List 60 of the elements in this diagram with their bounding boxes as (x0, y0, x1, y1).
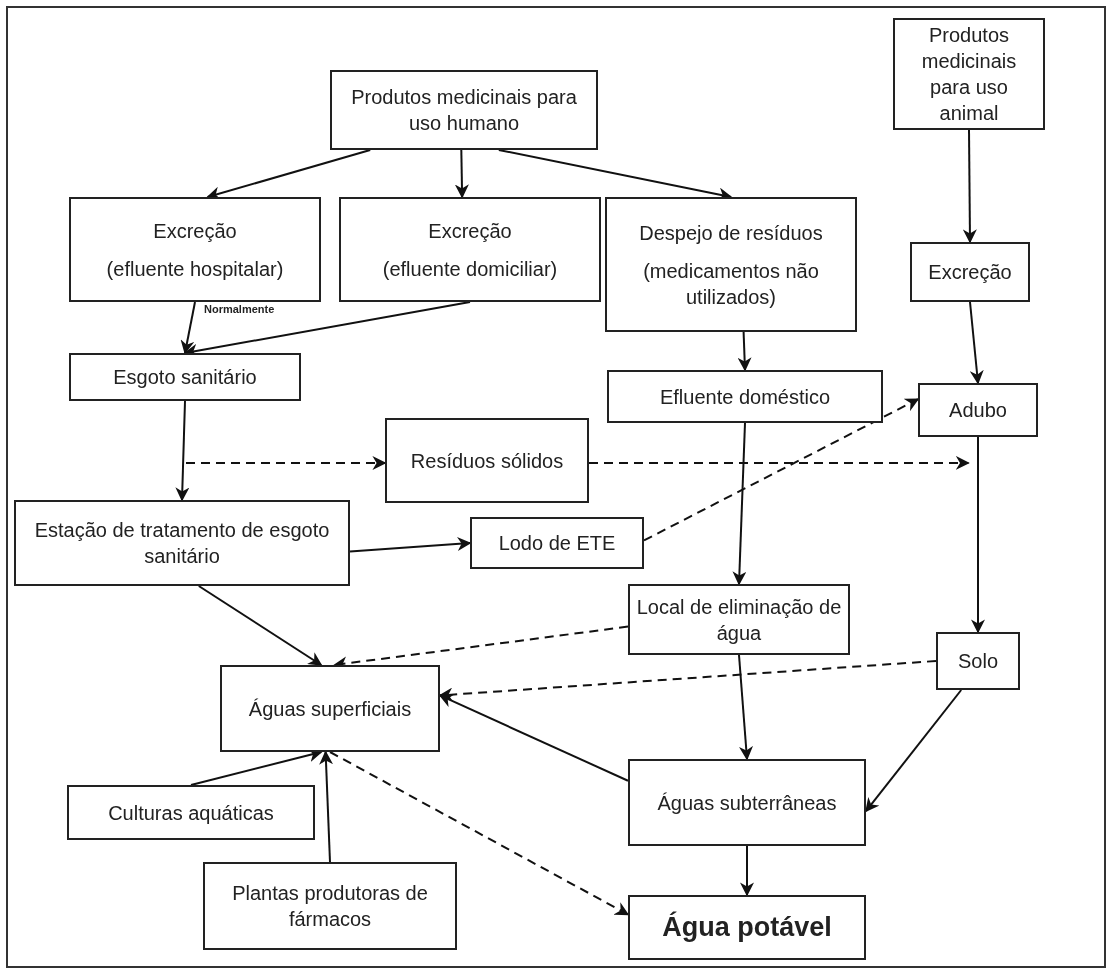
box-title: Solo (958, 649, 998, 674)
box-title: Produtos medicinais para uso animal (920, 23, 1018, 126)
process-box (69, 197, 321, 302)
process-box (936, 632, 1020, 690)
dashed-arrow (588, 455, 970, 470)
arrow (454, 149, 469, 199)
arrow (962, 129, 977, 244)
arrow (971, 436, 985, 634)
box-title: Esgoto sanitário (113, 365, 257, 390)
box-title: Estação de tratamento de esgoto sanitário (33, 518, 331, 569)
arrow (740, 845, 754, 897)
arrow (732, 422, 747, 586)
process-box (67, 785, 315, 840)
box-title: Lodo de ETE (498, 531, 616, 556)
process-box (69, 353, 301, 401)
box-title: Despejo de resíduos (639, 220, 823, 246)
arrow (737, 331, 752, 372)
process-box (628, 584, 850, 655)
arrow (969, 301, 984, 385)
edge-label: Normalmente (203, 304, 276, 315)
arrow (175, 400, 190, 502)
box-title: Culturas aquáticas (108, 800, 274, 826)
arrow (738, 654, 753, 761)
box-title: Excreção (428, 218, 512, 244)
process-box (918, 383, 1038, 437)
box-title: Resíduos sólidos (410, 448, 564, 474)
box-title: Excreção (153, 218, 237, 244)
dashed-arrow (643, 398, 920, 542)
arrow (349, 536, 472, 553)
process-box (470, 517, 644, 569)
process-box (339, 197, 601, 302)
process-box (14, 500, 350, 586)
process-box (910, 242, 1030, 302)
box-title: Excreção (928, 260, 1012, 285)
box-subtitle: (efluente hospitalar) (106, 256, 284, 282)
box-title: Local de eliminação de água (635, 594, 843, 646)
box-title: Adubo (949, 398, 1007, 423)
process-box (385, 418, 589, 503)
process-box (330, 70, 598, 150)
arrow (180, 301, 196, 355)
box-subtitle: (efluente domiciliar) (382, 256, 558, 282)
box-title: Águas subterrâneas (657, 790, 837, 816)
box-title: Plantas produtoras de fármacos (231, 881, 429, 932)
arrow (197, 585, 323, 666)
process-box (607, 370, 883, 423)
arrow (865, 689, 963, 813)
box-title: Água potável (662, 910, 832, 944)
process-box (628, 759, 866, 846)
process-box (893, 18, 1045, 130)
box-title: Águas superficiais (248, 696, 412, 722)
box-title: Efluente doméstico (659, 384, 831, 410)
box-subtitle: (medicamentos não utilizados) (642, 258, 820, 310)
box-title: Produtos medicinais para uso humano (350, 85, 578, 136)
process-box (605, 197, 857, 332)
process-box (220, 665, 440, 752)
dashed-arrow (329, 751, 630, 916)
process-box (203, 862, 457, 950)
arrow (319, 750, 334, 863)
process-box (628, 895, 866, 960)
dashed-arrow (185, 456, 387, 471)
